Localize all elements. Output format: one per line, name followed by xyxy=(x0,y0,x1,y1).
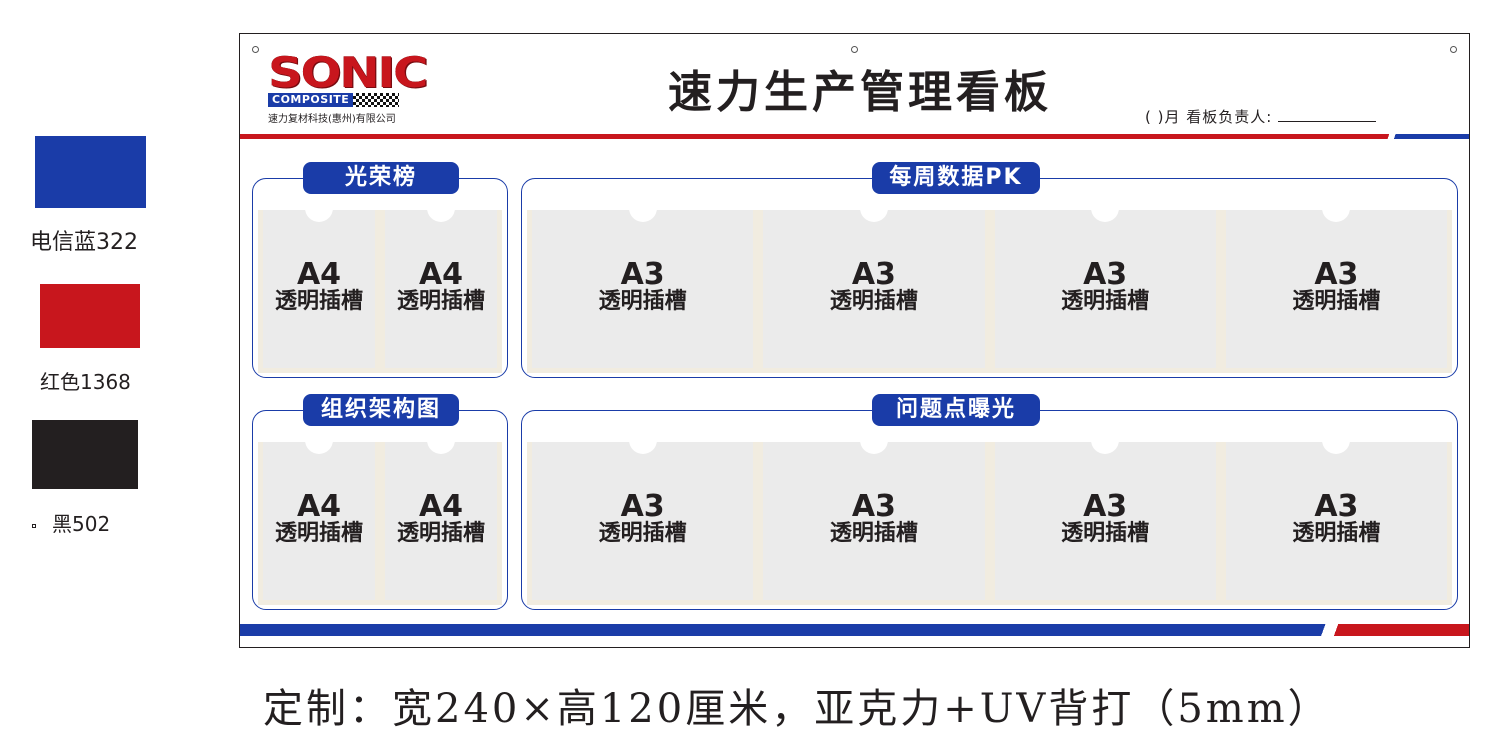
section-issues-title: 问题点曝光 xyxy=(872,394,1040,426)
logo-subtitle: COMPOSITE xyxy=(268,93,354,107)
company-logo: SONIC COMPOSITE 速力复材科技(惠州)有限公司 xyxy=(268,52,438,125)
section-org-chart-title: 组织架构图 xyxy=(303,394,459,426)
swatch-red-label: 红色1368 xyxy=(40,370,131,394)
swatch-red xyxy=(40,284,140,348)
month-owner-label: ( )月 看板负责人: xyxy=(1145,108,1273,126)
logo-bar: COMPOSITE xyxy=(268,93,438,107)
swatch-blue xyxy=(35,136,146,208)
top-stripe xyxy=(240,134,1469,139)
bottom-stripe xyxy=(240,624,1469,636)
owner-blank xyxy=(1278,110,1377,122)
section-honor-title: 光荣榜 xyxy=(303,162,459,194)
company-name: 速力复材科技(惠州)有限公司 xyxy=(268,114,396,125)
spec-caption: 定制：宽240×高120厘米，亚克力+UV背打（5mm） xyxy=(263,686,1331,732)
management-board: SONIC COMPOSITE 速力复材科技(惠州)有限公司 速力生产管理看板 … xyxy=(239,33,1470,648)
swatch-black-label: 黑502 xyxy=(52,512,111,536)
logo-wordmark: SONIC xyxy=(268,48,428,97)
checker-flag-icon xyxy=(353,93,400,107)
swatch-blue-label: 电信蓝322 xyxy=(30,230,138,255)
screw-top-left xyxy=(252,46,259,53)
board-title: 速力生产管理看板 xyxy=(668,67,1052,118)
month-owner-line: ( )月 看板负责人: xyxy=(1145,106,1377,127)
dot-mark xyxy=(32,524,36,528)
section-weekly-pk-title: 每周数据PK xyxy=(872,162,1040,194)
screw-top-right xyxy=(1450,46,1457,53)
screw-top-center xyxy=(851,46,858,53)
swatch-black xyxy=(32,420,138,489)
